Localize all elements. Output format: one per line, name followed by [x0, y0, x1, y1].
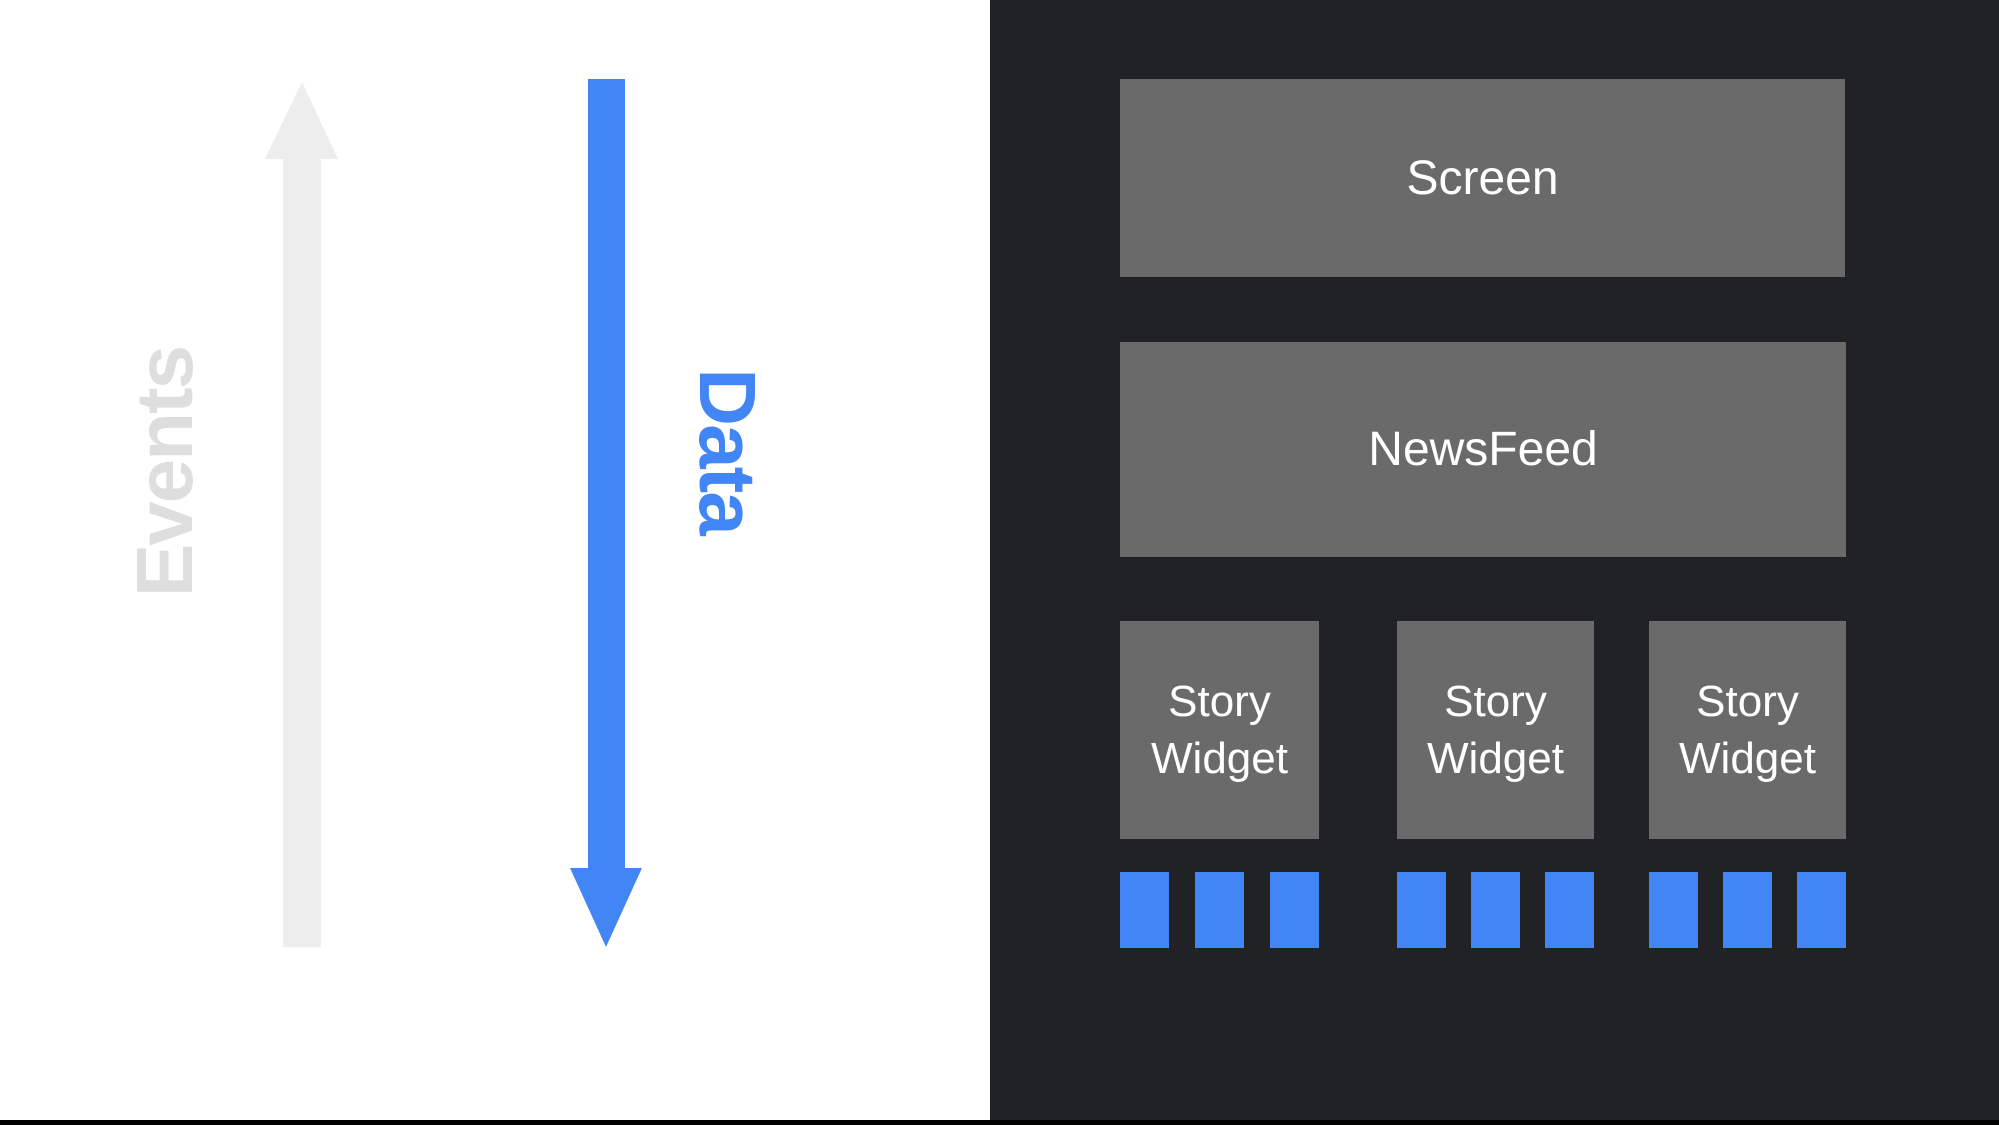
story-widget-label: Story Widget [1679, 676, 1816, 783]
story-dots-row [1397, 872, 1594, 948]
up-arrowhead-icon [265, 82, 338, 159]
story-dot [1545, 872, 1594, 948]
bottom-strip [0, 1120, 1999, 1125]
newsfeed-box-label: NewsFeed [1368, 423, 1598, 476]
story-widget-column: Story Widget [1397, 621, 1594, 948]
screen-box: Screen [1120, 79, 1845, 277]
story-dot [1797, 872, 1846, 948]
story-widget-box: Story Widget [1397, 621, 1594, 839]
newsfeed-box: NewsFeed [1120, 342, 1846, 557]
story-dot [1723, 872, 1772, 948]
story-dot [1195, 872, 1244, 948]
story-dots-row [1649, 872, 1846, 948]
story-widget-box: Story Widget [1120, 621, 1319, 839]
data-label: Data [683, 368, 772, 534]
story-dot [1270, 872, 1319, 948]
up-arrow-shaft [283, 158, 321, 947]
story-widget-box: Story Widget [1649, 621, 1846, 839]
down-arrow-shaft [588, 79, 625, 868]
story-dot [1471, 872, 1520, 948]
down-arrowhead-icon [570, 868, 642, 947]
story-dots-row [1120, 872, 1319, 948]
flow-panel: Events Data [0, 0, 990, 1125]
story-widget-column: Story Widget [1649, 621, 1846, 948]
story-widget-label: Story Widget [1151, 676, 1288, 783]
events-label: Events [120, 346, 209, 598]
story-dot [1649, 872, 1698, 948]
story-dot [1120, 872, 1169, 948]
story-widget-label: Story Widget [1427, 676, 1564, 783]
story-dot [1397, 872, 1446, 948]
story-widget-column: Story Widget [1120, 621, 1319, 948]
screen-box-label: Screen [1406, 151, 1559, 205]
